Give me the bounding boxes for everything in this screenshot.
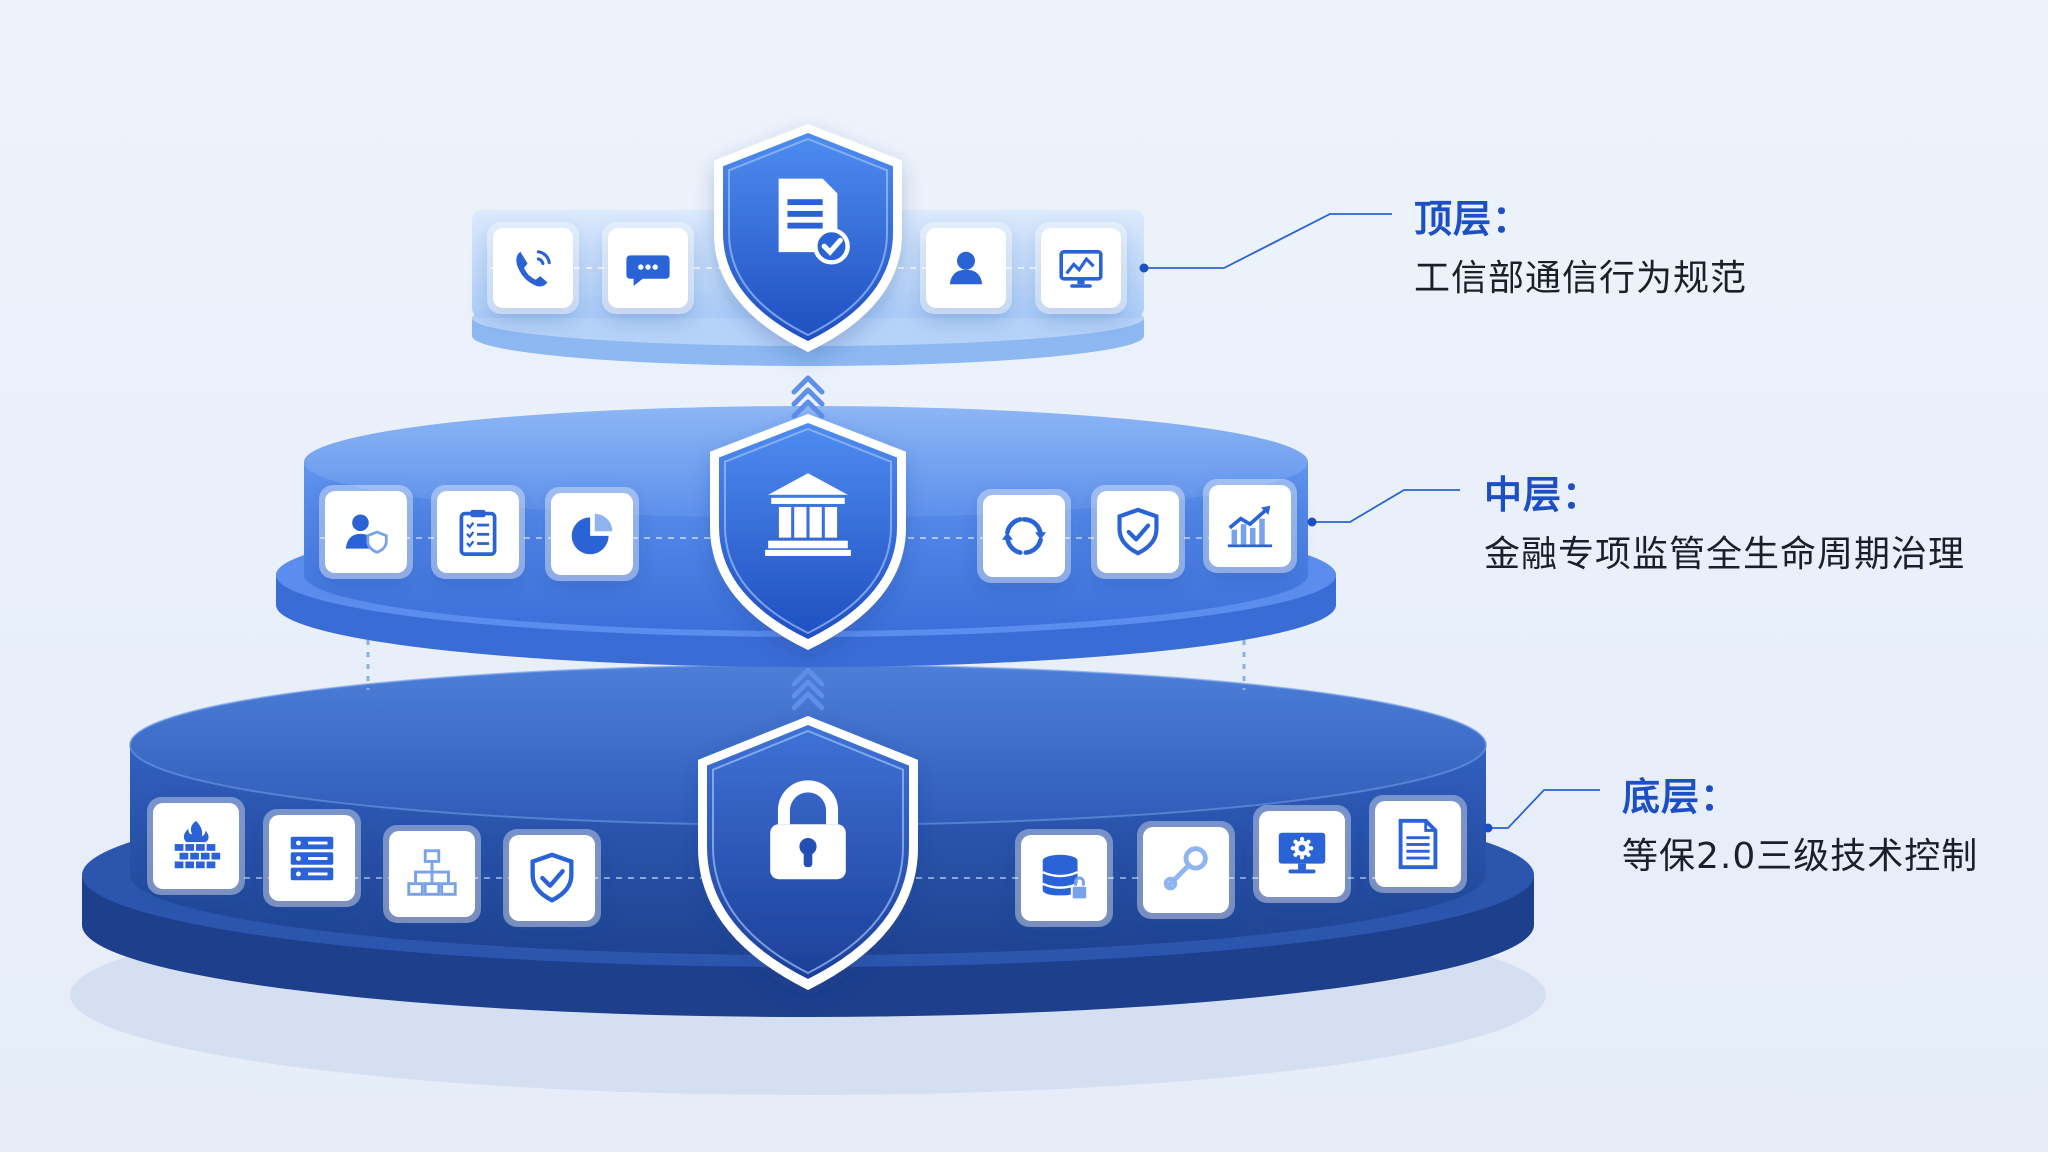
chat-bubble-tile (602, 222, 694, 314)
cycle-arrows-tile (977, 489, 1071, 583)
user-shield-icon (345, 514, 388, 554)
monitor-chart-icon (1059, 249, 1103, 288)
cycle-arrows-icon (1001, 517, 1047, 555)
pie-chart-tile (545, 487, 639, 581)
pie-chart-icon (571, 513, 613, 555)
database-lock-tile (1015, 829, 1113, 927)
padlock-icon (770, 780, 846, 880)
top-layer-shield (714, 124, 902, 352)
monitor-gear-icon (1278, 832, 1326, 874)
bar-chart-trend-icon (1227, 505, 1273, 548)
bottom-layer-label: 底层： 等保2.0三级技术控制 (1622, 766, 1978, 879)
user-tile (920, 222, 1012, 314)
middle-layer-title: 中层： (1484, 473, 1602, 517)
database-lock-icon (1042, 854, 1089, 901)
shield-check-tile (503, 829, 601, 927)
firewall-tile (147, 797, 245, 895)
clipboard-checklist-icon (459, 509, 497, 556)
server-icon (290, 836, 334, 881)
user-icon (949, 251, 983, 285)
bank-building-icon (765, 473, 851, 556)
bar-chart-trend-tile (1203, 479, 1297, 573)
middle-layer-shield (710, 414, 906, 650)
top-layer-title: 顶层： (1414, 197, 1532, 241)
upward-chevrons-bottom (791, 667, 825, 711)
network-topology-icon (407, 849, 457, 896)
phone-call-tile (487, 222, 579, 314)
monitor-chart-tile (1035, 222, 1127, 314)
bottom-layer-leader-line (1483, 789, 1600, 833)
document-check-icon (778, 178, 850, 265)
shield-check-tile (1091, 485, 1185, 579)
firewall-icon (174, 820, 221, 869)
document-lines-tile (1369, 795, 1467, 893)
bottom-layer-title: 底层： (1622, 775, 1740, 819)
clipboard-checklist-tile (431, 485, 525, 579)
shield-check-icon (530, 852, 574, 903)
middle-layer-label: 中层： 金融专项监管全生命周期治理 (1484, 464, 1965, 577)
top-layer-description: 工信部通信行为规范 (1414, 258, 1748, 299)
side-dashed-links (366, 640, 1246, 690)
shield-check-icon (1117, 507, 1159, 556)
key-tile (1137, 821, 1235, 919)
document-lines-icon (1398, 818, 1438, 870)
middle-layer-leader-line (1307, 489, 1460, 527)
bottom-layer-description: 等保2.0三级技术控制 (1622, 836, 1979, 877)
middle-layer-description: 金融专项监管全生命周期治理 (1484, 534, 1966, 575)
network-topology-tile (383, 825, 481, 923)
top-layer-label: 顶层： 工信部通信行为规范 (1414, 188, 1747, 301)
top-layer-leader-line (1139, 213, 1392, 273)
chat-bubble-icon (626, 255, 670, 286)
upward-chevrons-top (791, 375, 825, 419)
key-icon (1163, 846, 1208, 891)
server-tile (263, 809, 361, 907)
user-shield-tile (319, 485, 413, 579)
phone-call-icon (516, 250, 551, 287)
monitor-gear-tile (1253, 805, 1351, 903)
bottom-layer-shield (698, 716, 918, 990)
